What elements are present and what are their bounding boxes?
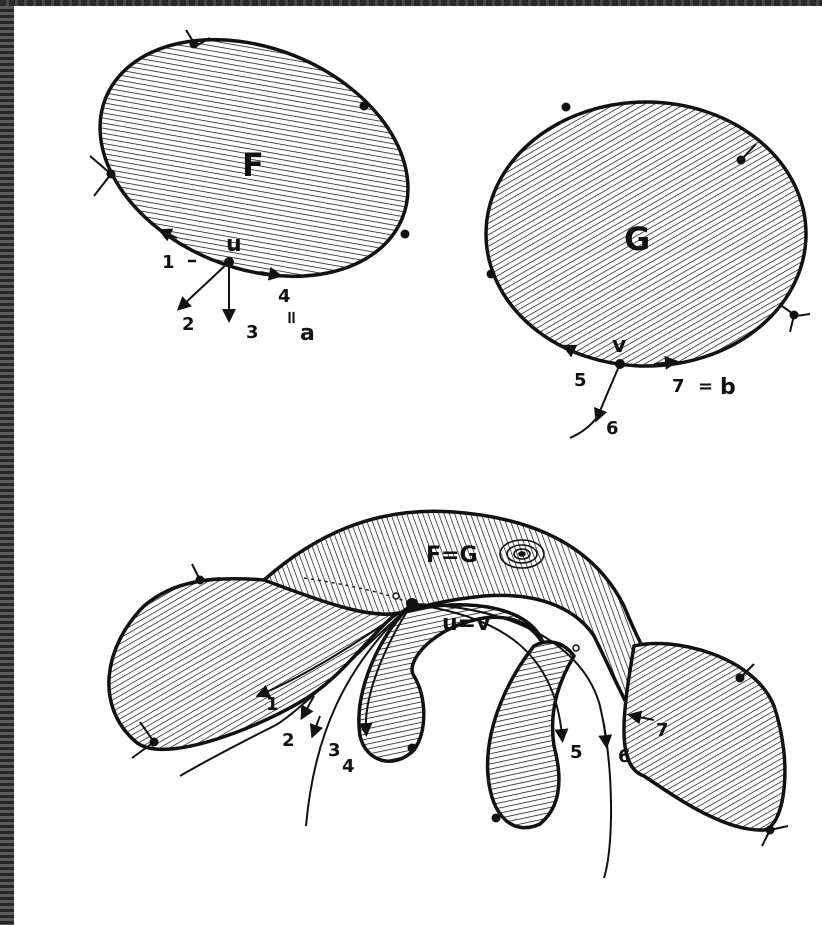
edge-3-label: 3 [246, 322, 259, 343]
spiral-mark [500, 540, 544, 568]
edge-7-label: 7 [672, 376, 685, 397]
edge-2-label: 2 [182, 314, 195, 335]
edge-4-alias: a [300, 321, 315, 346]
edge-1-label: 1 [162, 252, 175, 273]
crossing-dot [573, 645, 579, 651]
vertex-v-label: v [612, 333, 627, 358]
merged-vertex-label: u=v [442, 611, 491, 636]
merged-edge-6-label: 6 [618, 746, 631, 767]
edge-5-label: 5 [574, 370, 587, 391]
edge-4-equals: = [281, 310, 302, 325]
edge-7-equals: = [698, 376, 713, 397]
merged-edge-1-label: 1 [266, 694, 279, 715]
blob-f-vertex [401, 230, 410, 239]
left-border [0, 0, 14, 925]
merged-edge-2-label: 2 [282, 730, 295, 751]
merged-edge-7-label: 7 [656, 720, 669, 741]
blob-f-label: F [242, 146, 264, 184]
merged-edge-5-label: 5 [570, 742, 583, 763]
blob-g-vertex [487, 270, 496, 279]
edge-6-label: 6 [606, 418, 619, 439]
edge-4-label: 4 [278, 286, 291, 307]
merged-edge-3-label: 3 [328, 740, 341, 761]
blob-f-vertex [360, 102, 369, 111]
merged-vertex [408, 744, 417, 753]
diagram-canvas: F u 1 2 3 4 = a G v 5 6 7 [14, 6, 822, 925]
merged-face-label: F=G [426, 543, 478, 568]
merged-edge-4-label: 4 [342, 756, 355, 777]
edge-7-alias: b [720, 375, 736, 400]
vertex-u-label: u [226, 232, 242, 257]
blob-g-vertex [562, 103, 571, 112]
blob-g-label: G [624, 220, 650, 258]
crossing-dot [393, 593, 399, 599]
merged-vertex [492, 814, 501, 823]
